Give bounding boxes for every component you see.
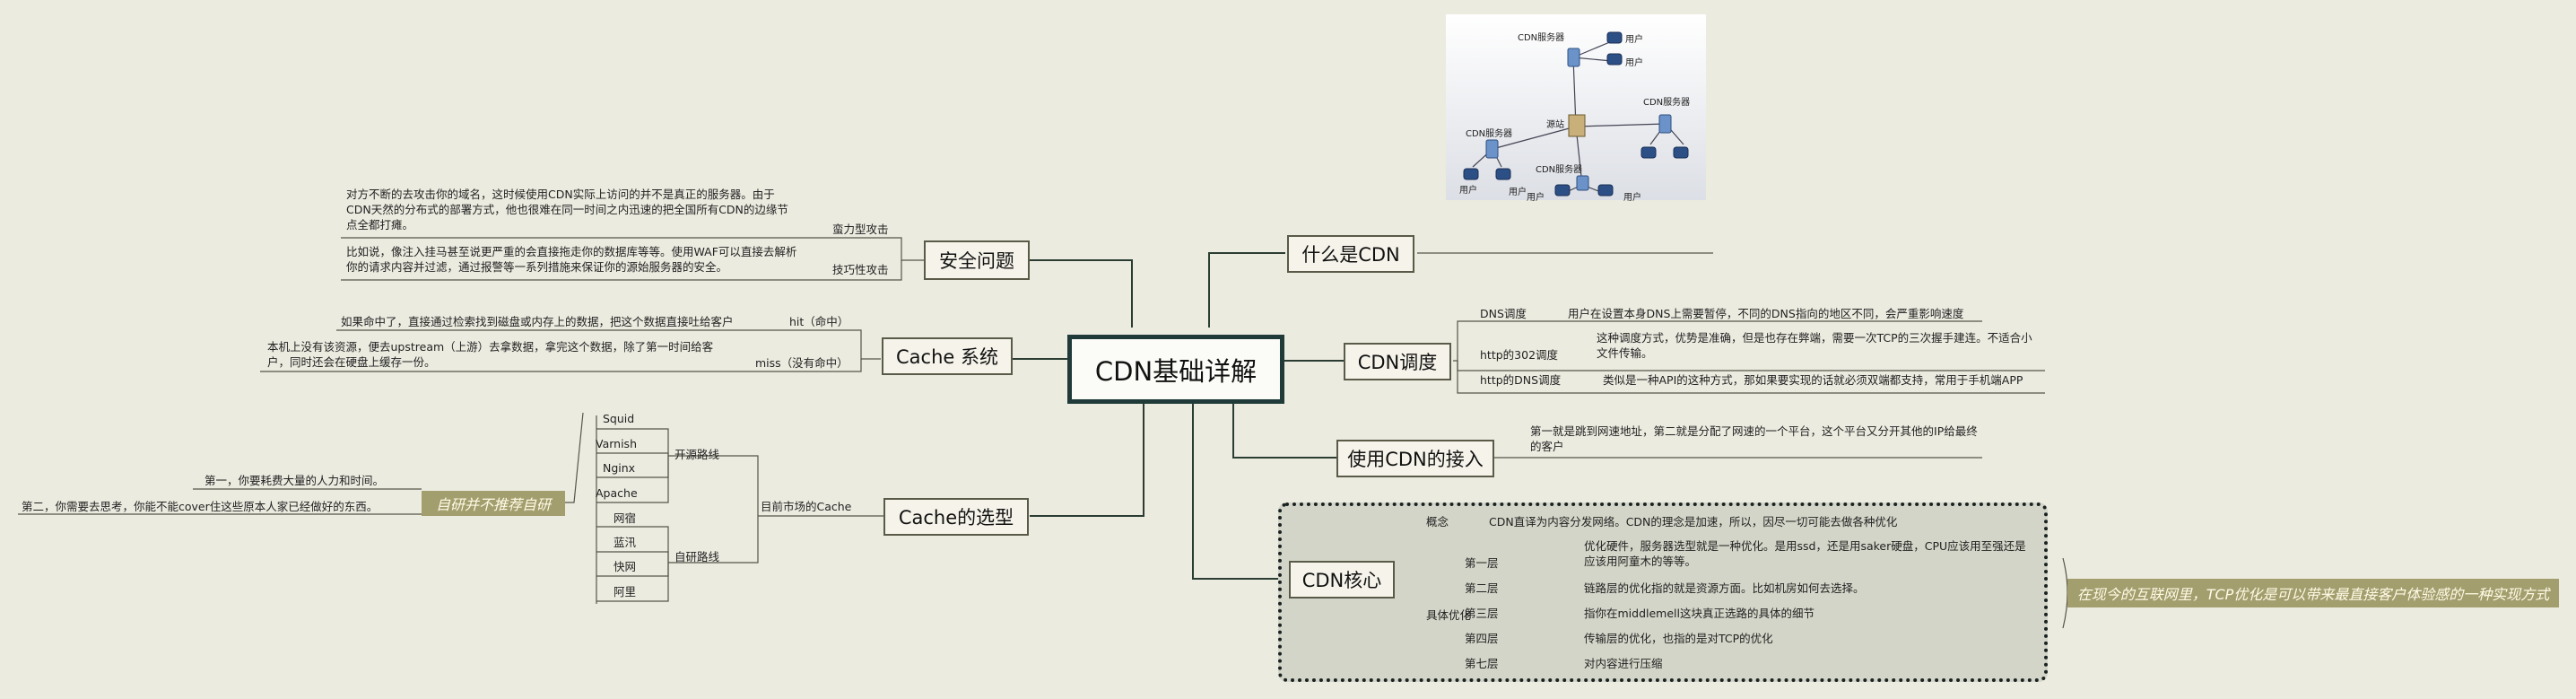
user-label: 用户 <box>1509 188 1527 197</box>
concept-text: CDN直译为内容分发网络。CDN的理念是加速，所以，因尽一切可能去做各种优化 <box>1489 515 1898 529</box>
layer-text: 优化硬件，服务器选型就是一种优化。是用ssd，还是用saker硬盘，CPU应该用… <box>1584 539 2026 568</box>
topic-cache-system[interactable]: Cache 系统 <box>882 337 1013 375</box>
layer-label: 第七层 <box>1465 657 1499 670</box>
attack1-label: 蛮力型攻击 <box>832 223 889 236</box>
topic-cdn-schedule[interactable]: CDN调度 <box>1344 343 1451 380</box>
detail-label: 具体优化 <box>1426 608 1472 622</box>
reason-1: 第一，你要耗费大量的人力和时间。 <box>205 474 385 487</box>
schedule-label: http的302调度 <box>1480 348 1559 362</box>
central-topic[interactable]: CDN基础详解 <box>1067 335 1284 404</box>
user-label: 用户 <box>1625 58 1643 68</box>
market-cache-label: 目前市场的Cache <box>761 500 852 513</box>
layer-label: 第三层 <box>1465 607 1499 620</box>
hit-label: hit（命中） <box>789 315 849 328</box>
self-item: 网宿 <box>614 511 637 525</box>
layer-text: 对内容进行压缩 <box>1584 657 1663 670</box>
open-item: Nginx <box>603 461 636 475</box>
user-label: 用户 <box>1459 186 1477 196</box>
layer-text: 链路层的优化指的就是资源方面。比如机房如何去选择。 <box>1584 581 1865 595</box>
layer-label: 第一层 <box>1465 556 1499 570</box>
server-label: CDN服务器 <box>1536 165 1583 175</box>
server-label: CDN服务器 <box>1466 129 1513 139</box>
self-dev-label: 自研路线 <box>674 550 720 564</box>
schedule-label: http的DNS调度 <box>1480 373 1562 387</box>
core-callout: 在现今的互联网里，TCP优化是可以带来最直接客户体验感的一种实现方式 <box>2067 579 2559 607</box>
schedule-text: 用户在设置本身DNS上需要暂停，不同的DNS指向的地区不同，会严重影响速度 <box>1568 307 1964 320</box>
user-label: 用户 <box>1623 193 1641 203</box>
open-item: Varnish <box>596 437 637 450</box>
attack1-text: 对方不断的去攻击你的域名，这时候使用CDN实际上访问的并不是真正的服务器。由于C… <box>346 188 788 232</box>
miss-text: 本机上没有该资源，便去upstream（上游）去拿数据，拿完这个数据，除了第一时… <box>267 340 714 369</box>
open-item: Squid <box>603 412 635 425</box>
user-label: 用户 <box>1527 193 1545 203</box>
layer-label: 第四层 <box>1465 632 1499 645</box>
concept-label: 概念 <box>1426 515 1449 529</box>
cdn-network-diagram: CDN服务器 CDN服务器 CDN服务器 CDN服务器 源站 用户 用户 用户 … <box>1446 14 1706 203</box>
layer-text: 指你在middlemell这块真正选路的具体的细节 <box>1584 607 1815 620</box>
topic-security[interactable]: 安全问题 <box>924 240 1030 280</box>
self-item: 快网 <box>614 560 637 573</box>
self-item: 蓝汛 <box>614 536 637 549</box>
topic-cache-select[interactable]: Cache的选型 <box>883 498 1029 536</box>
attack2-label: 技巧性攻击 <box>832 263 889 276</box>
topic-cdn-core[interactable]: CDN核心 <box>1289 561 1395 599</box>
origin-label: 源站 <box>1546 120 1564 130</box>
open-source-label: 开源路线 <box>674 448 720 461</box>
user-label: 用户 <box>1625 35 1643 45</box>
miss-label: miss（没有命中） <box>755 356 849 370</box>
topic-cdn-access[interactable]: 使用CDN的接入 <box>1336 440 1494 477</box>
schedule-text: 类似是一种API的这种方式，那如果要实现的话就必须双端都支持，常用于手机端APP <box>1603 373 2023 387</box>
schedule-text: 这种调度方式，优势是准确，但是也存在弊端，需要一次TCP的三次握手建连。不适合小… <box>1597 331 2032 360</box>
core-section <box>1278 502 2048 682</box>
attack2-text: 比如说，像注入挂马甚至说更严重的会直接拖走你的数据库等等。使用WAF可以直接去解… <box>346 245 797 274</box>
self-dev-callout: 自研并不推荐自研 <box>422 491 565 516</box>
open-item: Apache <box>596 486 638 500</box>
topic-what-is-cdn[interactable]: 什么是CDN <box>1287 235 1414 273</box>
schedule-label: DNS调度 <box>1480 307 1527 320</box>
access-text: 第一就是跳到网速地址，第二就是分配了网速的一个平台，这个平台又分开其他的IP给最… <box>1530 424 1978 453</box>
server-label: CDN服务器 <box>1518 33 1565 43</box>
self-item: 阿里 <box>614 585 637 599</box>
server-label: CDN服务器 <box>1643 98 1691 108</box>
layer-text: 传输层的优化，也指的是对TCP的优化 <box>1584 632 1773 645</box>
reason-2: 第二，你需要去思考，你能不能cover住这些原本人家已经做好的东西。 <box>22 500 379 513</box>
hit-text: 如果命中了，直接通过检索找到磁盘或内存上的数据，把这个数据直接吐给客户 <box>341 315 734 328</box>
layer-label: 第二层 <box>1465 581 1499 595</box>
